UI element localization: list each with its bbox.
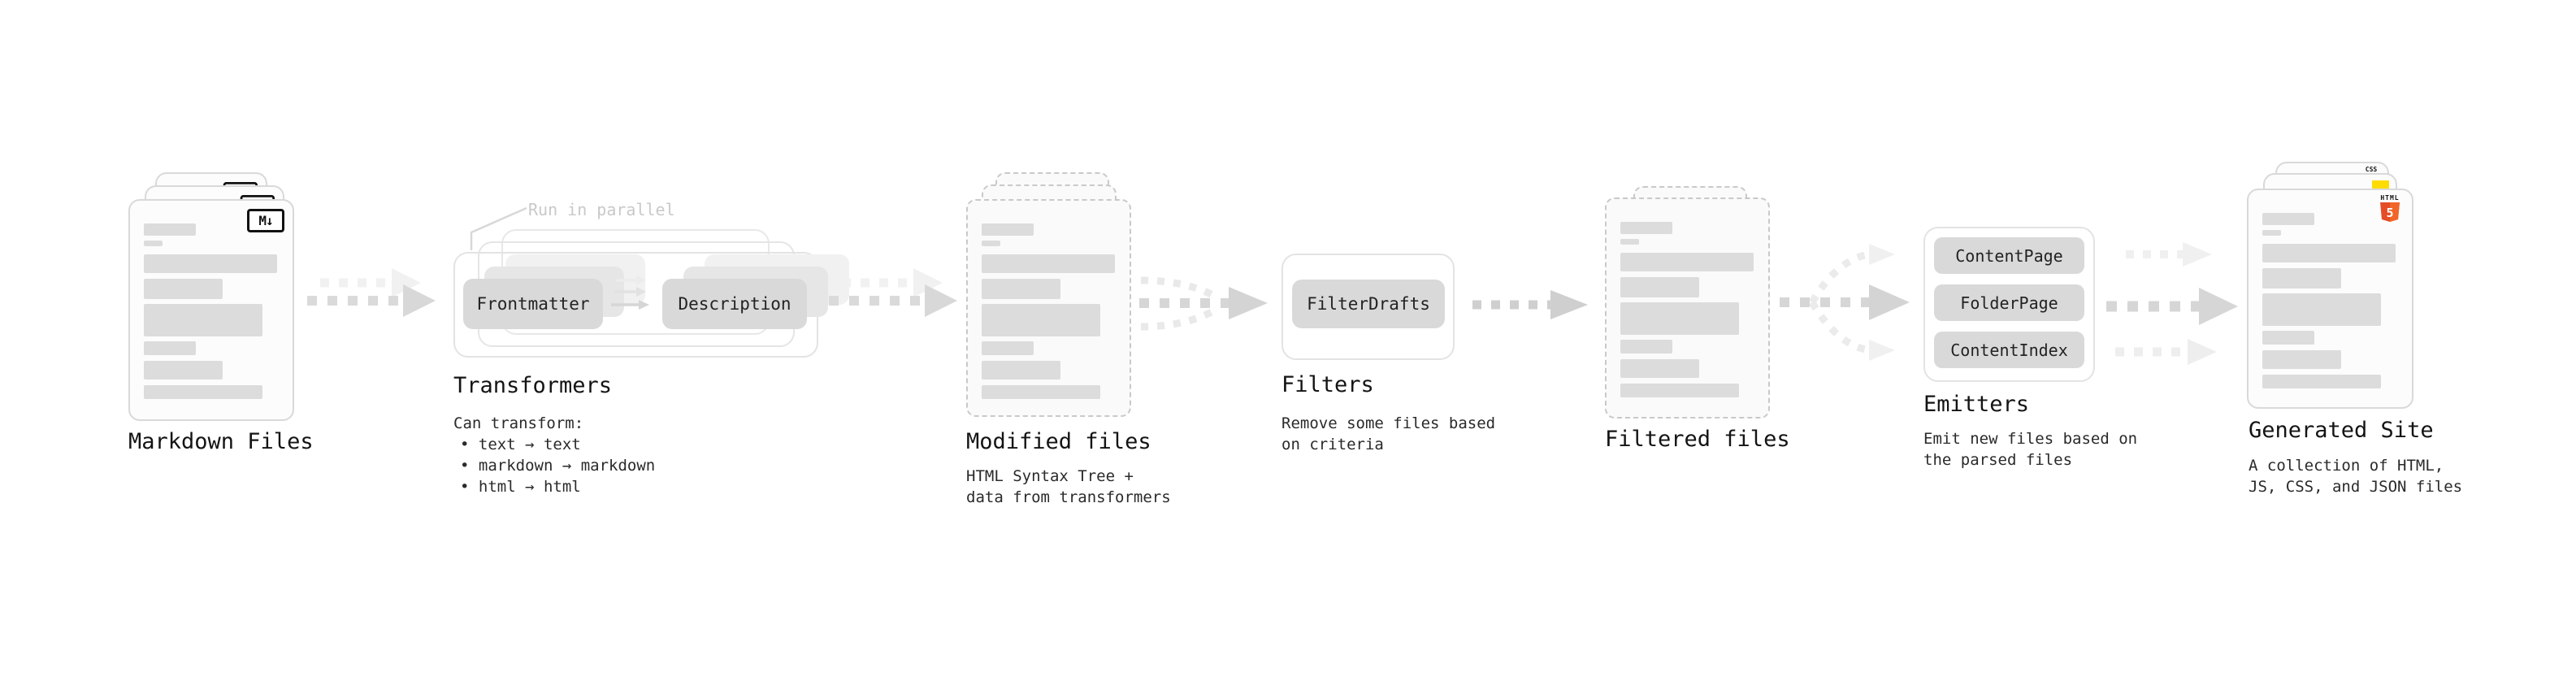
text-line xyxy=(982,341,1034,355)
text-line xyxy=(2262,331,2314,345)
run-in-parallel-label: Run in parallel xyxy=(528,200,675,219)
filters-frame xyxy=(1281,254,1455,360)
description-chip-label: Description xyxy=(678,294,791,314)
text-line xyxy=(982,304,1100,336)
text-line xyxy=(144,241,163,246)
text-line xyxy=(982,241,1000,246)
text-line xyxy=(2262,213,2314,225)
text-line xyxy=(144,279,223,299)
filters-desc: on criteria xyxy=(1281,436,1384,453)
document-thumbnail-front: M↓ xyxy=(128,199,294,421)
frontmatter-chip-label: Frontmatter xyxy=(476,294,590,314)
modified-files-desc: data from transformers xyxy=(966,488,1171,506)
emitters-frame xyxy=(1923,227,2095,382)
markdown-icon-label: M↓ xyxy=(258,212,273,228)
generated-site-desc: JS, CSS, and JSON files xyxy=(2249,478,2463,496)
text-line xyxy=(1620,253,1754,271)
html5-shield: 5 xyxy=(2380,202,2400,222)
text-line xyxy=(982,223,1034,236)
generated-site-desc: A collection of HTML, xyxy=(2249,457,2444,475)
text-line xyxy=(144,304,262,336)
text-line xyxy=(2262,268,2341,288)
transformers-bullet: • html → html xyxy=(460,478,581,496)
description-chip: Description xyxy=(662,279,807,329)
filterdrafts-chip-label: FilterDrafts xyxy=(1307,294,1430,314)
text-line xyxy=(144,385,262,399)
parallel-arrows-icon xyxy=(611,275,649,310)
stage-title-generated-site: Generated Site xyxy=(2249,418,2434,443)
document-thumbnail-front: HTML 5 xyxy=(2247,189,2413,409)
markdown-icon: M↓ xyxy=(247,209,284,232)
text-line xyxy=(982,279,1060,299)
folderpage-chip: FolderPage xyxy=(1934,284,2084,321)
text-line xyxy=(2262,230,2281,236)
stage-title-emitters: Emitters xyxy=(1923,392,2030,417)
filtered-files-stack xyxy=(1605,186,1770,422)
text-line xyxy=(982,361,1060,380)
arrow-filters-to-filtered xyxy=(1472,290,1588,319)
arrow-markdown-to-transformers xyxy=(307,268,436,317)
html5-icon-number: 5 xyxy=(2386,206,2393,220)
run-in-parallel-connector xyxy=(470,206,527,250)
text-line xyxy=(2262,244,2396,262)
transformers-desc: Can transform: xyxy=(453,414,584,432)
text-line xyxy=(2262,293,2381,326)
folderpage-chip-label: FolderPage xyxy=(1960,293,2058,313)
transformers-bullet: • markdown → markdown xyxy=(460,457,656,475)
document-thumbnail-front xyxy=(966,199,1131,417)
modified-files-stack xyxy=(966,172,1131,421)
contentindex-chip-label: ContentIndex xyxy=(1950,340,2068,360)
text-line xyxy=(1620,302,1739,335)
text-line xyxy=(982,385,1100,399)
text-line xyxy=(1620,239,1639,245)
modified-files-desc: HTML Syntax Tree + xyxy=(966,467,1134,485)
stage-title-filtered-files: Filtered files xyxy=(1605,427,1790,452)
transformers-bullet: • text → text xyxy=(460,436,581,453)
css-icon-label: CSS xyxy=(2365,166,2378,173)
filters-desc: Remove some files based xyxy=(1281,414,1496,432)
filterdrafts-chip: FilterDrafts xyxy=(1292,280,1445,328)
text-line xyxy=(1620,340,1672,354)
text-line xyxy=(144,254,277,273)
contentpage-chip: ContentPage xyxy=(1934,237,2084,274)
frontmatter-chip: Frontmatter xyxy=(463,279,603,329)
contentpage-chip-label: ContentPage xyxy=(1955,245,2063,266)
arrow-modified-to-filters-converge xyxy=(1139,276,1268,331)
text-line xyxy=(144,223,196,236)
arrows-emitters-to-generated xyxy=(2106,242,2238,365)
arrow-filtered-to-emitters-diverge xyxy=(1780,244,1910,361)
js-icon xyxy=(2372,180,2389,189)
contentindex-chip: ContentIndex xyxy=(1934,332,2084,368)
text-line xyxy=(982,254,1115,273)
markdown-files-stack: M↓ M↓ M↓ xyxy=(128,172,294,421)
emitters-desc: the parsed files xyxy=(1923,451,2073,469)
text-line xyxy=(144,341,196,355)
text-line xyxy=(1620,359,1699,378)
text-line xyxy=(1620,222,1672,234)
text-line xyxy=(2262,350,2341,369)
emitters-desc: Emit new files based on xyxy=(1923,430,2138,448)
document-thumbnail-front xyxy=(1605,197,1770,419)
text-line xyxy=(1620,277,1699,297)
html5-icon: HTML 5 xyxy=(2378,194,2402,226)
stage-title-modified-files: Modified files xyxy=(966,429,1151,454)
stage-title-filters: Filters xyxy=(1281,372,1374,397)
html5-icon-word: HTML xyxy=(2380,194,2400,202)
generated-site-stack: CSS HTML 5 xyxy=(2247,162,2413,410)
stage-title-transformers: Transformers xyxy=(453,373,613,398)
stage-title-markdown-files: Markdown Files xyxy=(128,429,314,454)
text-line xyxy=(144,361,223,380)
arrow-transformers-to-modified xyxy=(829,268,957,317)
text-line xyxy=(1620,384,1739,397)
text-line xyxy=(2262,375,2381,388)
